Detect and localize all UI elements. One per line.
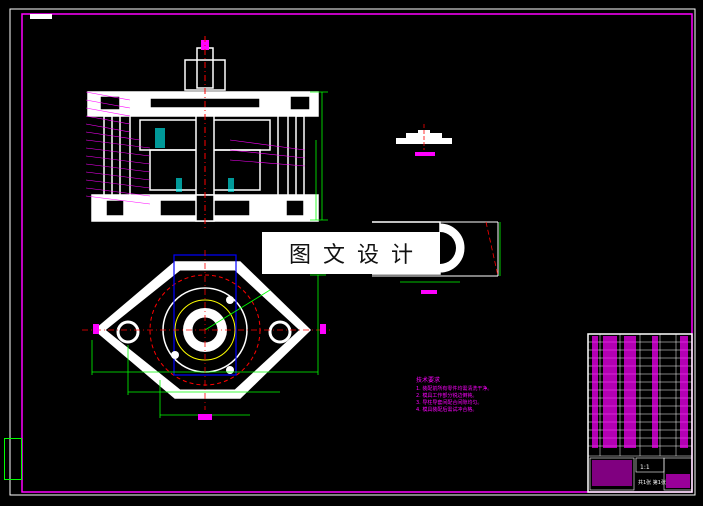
- magenta-marker-right: [320, 324, 326, 334]
- workpiece-section: [396, 124, 452, 156]
- title-block-scale: 1:1: [640, 464, 650, 471]
- tech-note-4: 4. 模具装配后需试冲合格。: [416, 406, 477, 413]
- tech-note-2: 2. 模具工作部分锐边倒钝。: [416, 392, 477, 399]
- magenta-marker-left: [93, 324, 99, 334]
- top-view-center-lines: [82, 250, 330, 410]
- front-view-dimensions: [310, 91, 328, 221]
- top-view: [93, 254, 312, 399]
- strip-layout-view: [372, 221, 501, 294]
- top-view-dimensions: [91, 274, 326, 418]
- title-block: [587, 333, 693, 493]
- tech-note-1: 1. 装配前所有零件均需清洗干净。: [416, 385, 492, 392]
- title-block-sheet: 共1张 第1张: [638, 479, 666, 486]
- outer-frame: [9, 8, 696, 496]
- tech-notes-heading: 技术要求: [416, 376, 440, 384]
- side-label-box: [4, 438, 22, 480]
- watermark-banner: 图文设计: [262, 232, 440, 274]
- watermark-text: 图文设计: [288, 243, 425, 268]
- inner-frame: [21, 13, 693, 493]
- part-leader-lines-left: [85, 91, 151, 205]
- magenta-marker-bottom: [198, 414, 212, 420]
- tech-note-3: 3. 导柱导套间配合间隙均匀。: [416, 399, 482, 406]
- title-tag: [30, 14, 52, 19]
- front-section-view: [87, 40, 319, 222]
- part-leader-lines-right: [229, 139, 306, 167]
